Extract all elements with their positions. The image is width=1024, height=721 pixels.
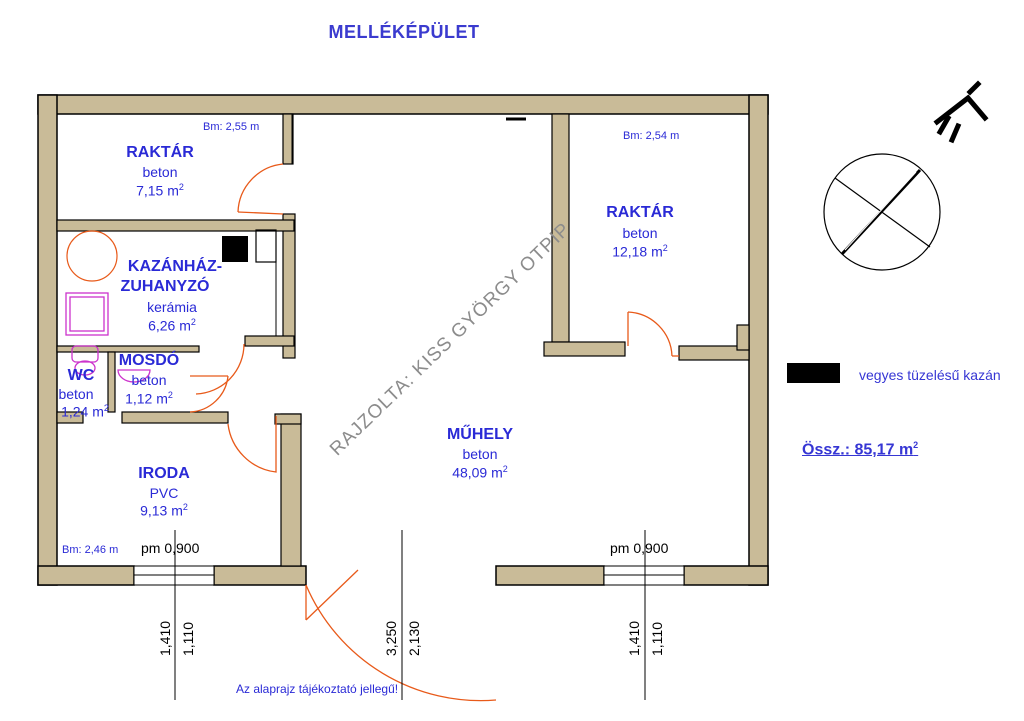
fixtures xyxy=(65,292,151,383)
dim-door-outer: 3,250 xyxy=(383,620,399,656)
room-area-kazanhaz: 6,26 m2 xyxy=(148,317,196,334)
windows xyxy=(133,565,685,586)
inner-walls xyxy=(56,113,750,567)
room-name-raktar-right: RAKTÁR xyxy=(606,204,674,221)
room-name-raktar-left: RAKTÁR xyxy=(126,144,194,161)
room-material-muhely: beton xyxy=(462,446,498,462)
room-name-kazanhaz-1: KAZÁNHÁZ- xyxy=(127,258,223,275)
north-arrow xyxy=(933,80,989,144)
bm-label-raktar-left: Bm: 2,55 m xyxy=(203,121,260,133)
room-material-wc: beton xyxy=(58,386,94,402)
page-title: MELLÉKÉPÜLET xyxy=(328,22,480,42)
total-area: Össz.: 85,17 m2 xyxy=(802,440,919,459)
room-material-kazanhaz: kerámia xyxy=(147,299,197,315)
window-label-left: pm 0,900 xyxy=(141,540,200,556)
room-area-muhely: 48,09 m2 xyxy=(452,464,508,481)
legend-swatch xyxy=(787,363,840,383)
room-name-muhely: MŰHELY xyxy=(446,426,514,443)
room-material-raktar-left: beton xyxy=(142,164,178,180)
legend-label: vegyes tüzelésű kazán xyxy=(859,367,1001,383)
room-area-raktar-left: 7,15 m2 xyxy=(136,182,184,199)
room-area-iroda: 9,13 m2 xyxy=(140,502,188,519)
bm-label-iroda: Bm: 2,46 m xyxy=(62,544,119,556)
dimension-lines xyxy=(174,530,646,700)
room-material-iroda: PVC xyxy=(149,485,179,501)
room-material-mosdo: beton xyxy=(131,372,167,388)
room-name-kazanhaz-2: ZUHANYZÓ xyxy=(120,278,210,295)
room-name-wc: WC xyxy=(67,367,95,384)
window-label-right: pm 0,900 xyxy=(610,540,669,556)
dim-left-outer: 1,410 xyxy=(157,620,173,656)
disclaimer-note: Az alaprajz tájékoztató jellegű! xyxy=(236,682,399,696)
room-name-iroda: IRODA xyxy=(138,465,190,482)
room-area-wc: 1,24 m2 xyxy=(61,403,109,420)
room-name-mosdo: MOSDÓ xyxy=(118,352,180,369)
door-swings xyxy=(189,163,679,702)
room-material-raktar-right: beton xyxy=(622,225,658,241)
dim-left-inner: 1,110 xyxy=(180,622,196,656)
dim-right-inner: 1,110 xyxy=(649,622,665,656)
chimney-symbol xyxy=(255,229,277,263)
boiler-circle xyxy=(66,230,118,282)
room-area-mosdo: 1,12 m2 xyxy=(125,390,173,407)
dim-door-inner: 2,130 xyxy=(406,620,422,656)
compass xyxy=(823,153,941,271)
dim-right-outer: 1,410 xyxy=(626,620,642,656)
outer-walls xyxy=(37,94,769,586)
boiler-symbol xyxy=(222,236,248,262)
room-area-raktar-right: 12,18 m2 xyxy=(612,243,668,260)
bm-label-raktar-right: Bm: 2,54 m xyxy=(623,130,680,142)
